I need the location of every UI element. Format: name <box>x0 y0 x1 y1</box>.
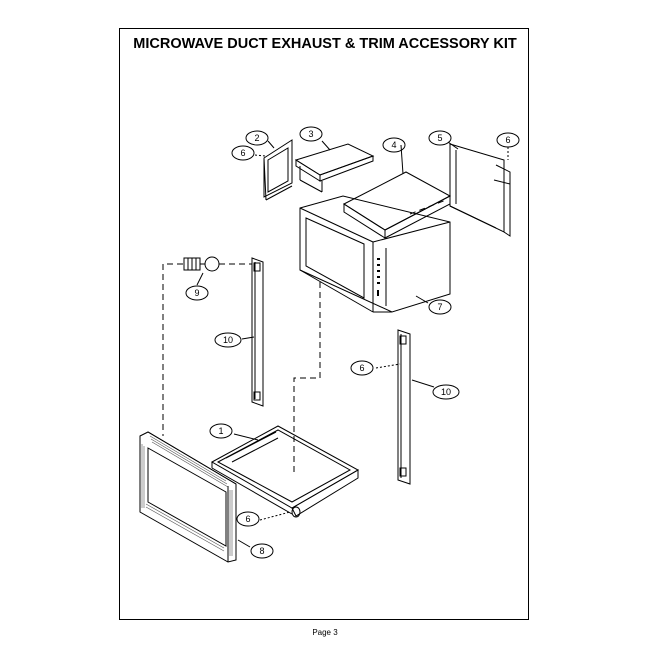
part-2-side-bracket <box>263 139 293 201</box>
part-7-microwave-oven <box>299 195 451 313</box>
assembly-lines <box>162 199 447 472</box>
callout-3-bubble <box>299 126 323 142</box>
callout-6a-bubble <box>231 145 255 161</box>
callout-8: 8 <box>259 546 264 556</box>
callout-5-bubble <box>428 130 452 146</box>
callout-4: 4 <box>391 140 396 150</box>
callout-6b-bubble <box>496 132 520 148</box>
part-5-side-panel <box>449 143 511 237</box>
callout-10b-bubble <box>432 384 460 400</box>
callout-7: 7 <box>437 302 442 312</box>
callout-7-bubble <box>428 299 452 315</box>
callout-6b: 6 <box>505 135 510 145</box>
callout-5: 5 <box>437 133 442 143</box>
callout-10a-bubble <box>214 332 242 348</box>
part-8-front-trim-frame <box>139 431 237 563</box>
page-title: MICROWAVE DUCT EXHAUST & TRIM ACCESSORY … <box>133 36 517 52</box>
callout-6d-bubble <box>236 511 260 527</box>
callout-1-bubble <box>209 423 233 439</box>
callout-6a: 6 <box>240 148 245 158</box>
frame-hatch <box>141 435 233 556</box>
leader-dash-lines <box>254 147 509 521</box>
page-number: Page 3 <box>312 628 338 637</box>
callout-2: 2 <box>254 133 259 143</box>
callout-9: 9 <box>194 288 199 298</box>
callout-8-bubble <box>250 543 274 559</box>
callout-2-bubble <box>245 130 269 146</box>
callout-6c: 6 <box>359 363 364 373</box>
callout-9-bubble <box>185 285 209 301</box>
callout-3: 3 <box>308 129 313 139</box>
callout-6d: 6 <box>245 514 250 524</box>
callout-bubbles <box>185 126 520 559</box>
part-1-bottom-tray <box>210 425 360 518</box>
callout-1: 1 <box>218 426 223 436</box>
callout-10b: 10 <box>441 387 451 397</box>
part-10-left-mounting-strip <box>251 257 264 407</box>
part-3-top-trim <box>294 143 375 193</box>
drawing-sheet <box>119 28 529 620</box>
callout-10a: 10 <box>223 335 233 345</box>
callout-6c-bubble <box>350 360 374 376</box>
part-10-right-mounting-strip <box>397 329 411 485</box>
part-9-mounting-bolt <box>183 256 220 272</box>
callout-labels: 2 6 3 4 5 6 7 9 10 6 10 1 6 8 <box>194 129 510 556</box>
callout-4-bubble <box>382 137 406 153</box>
